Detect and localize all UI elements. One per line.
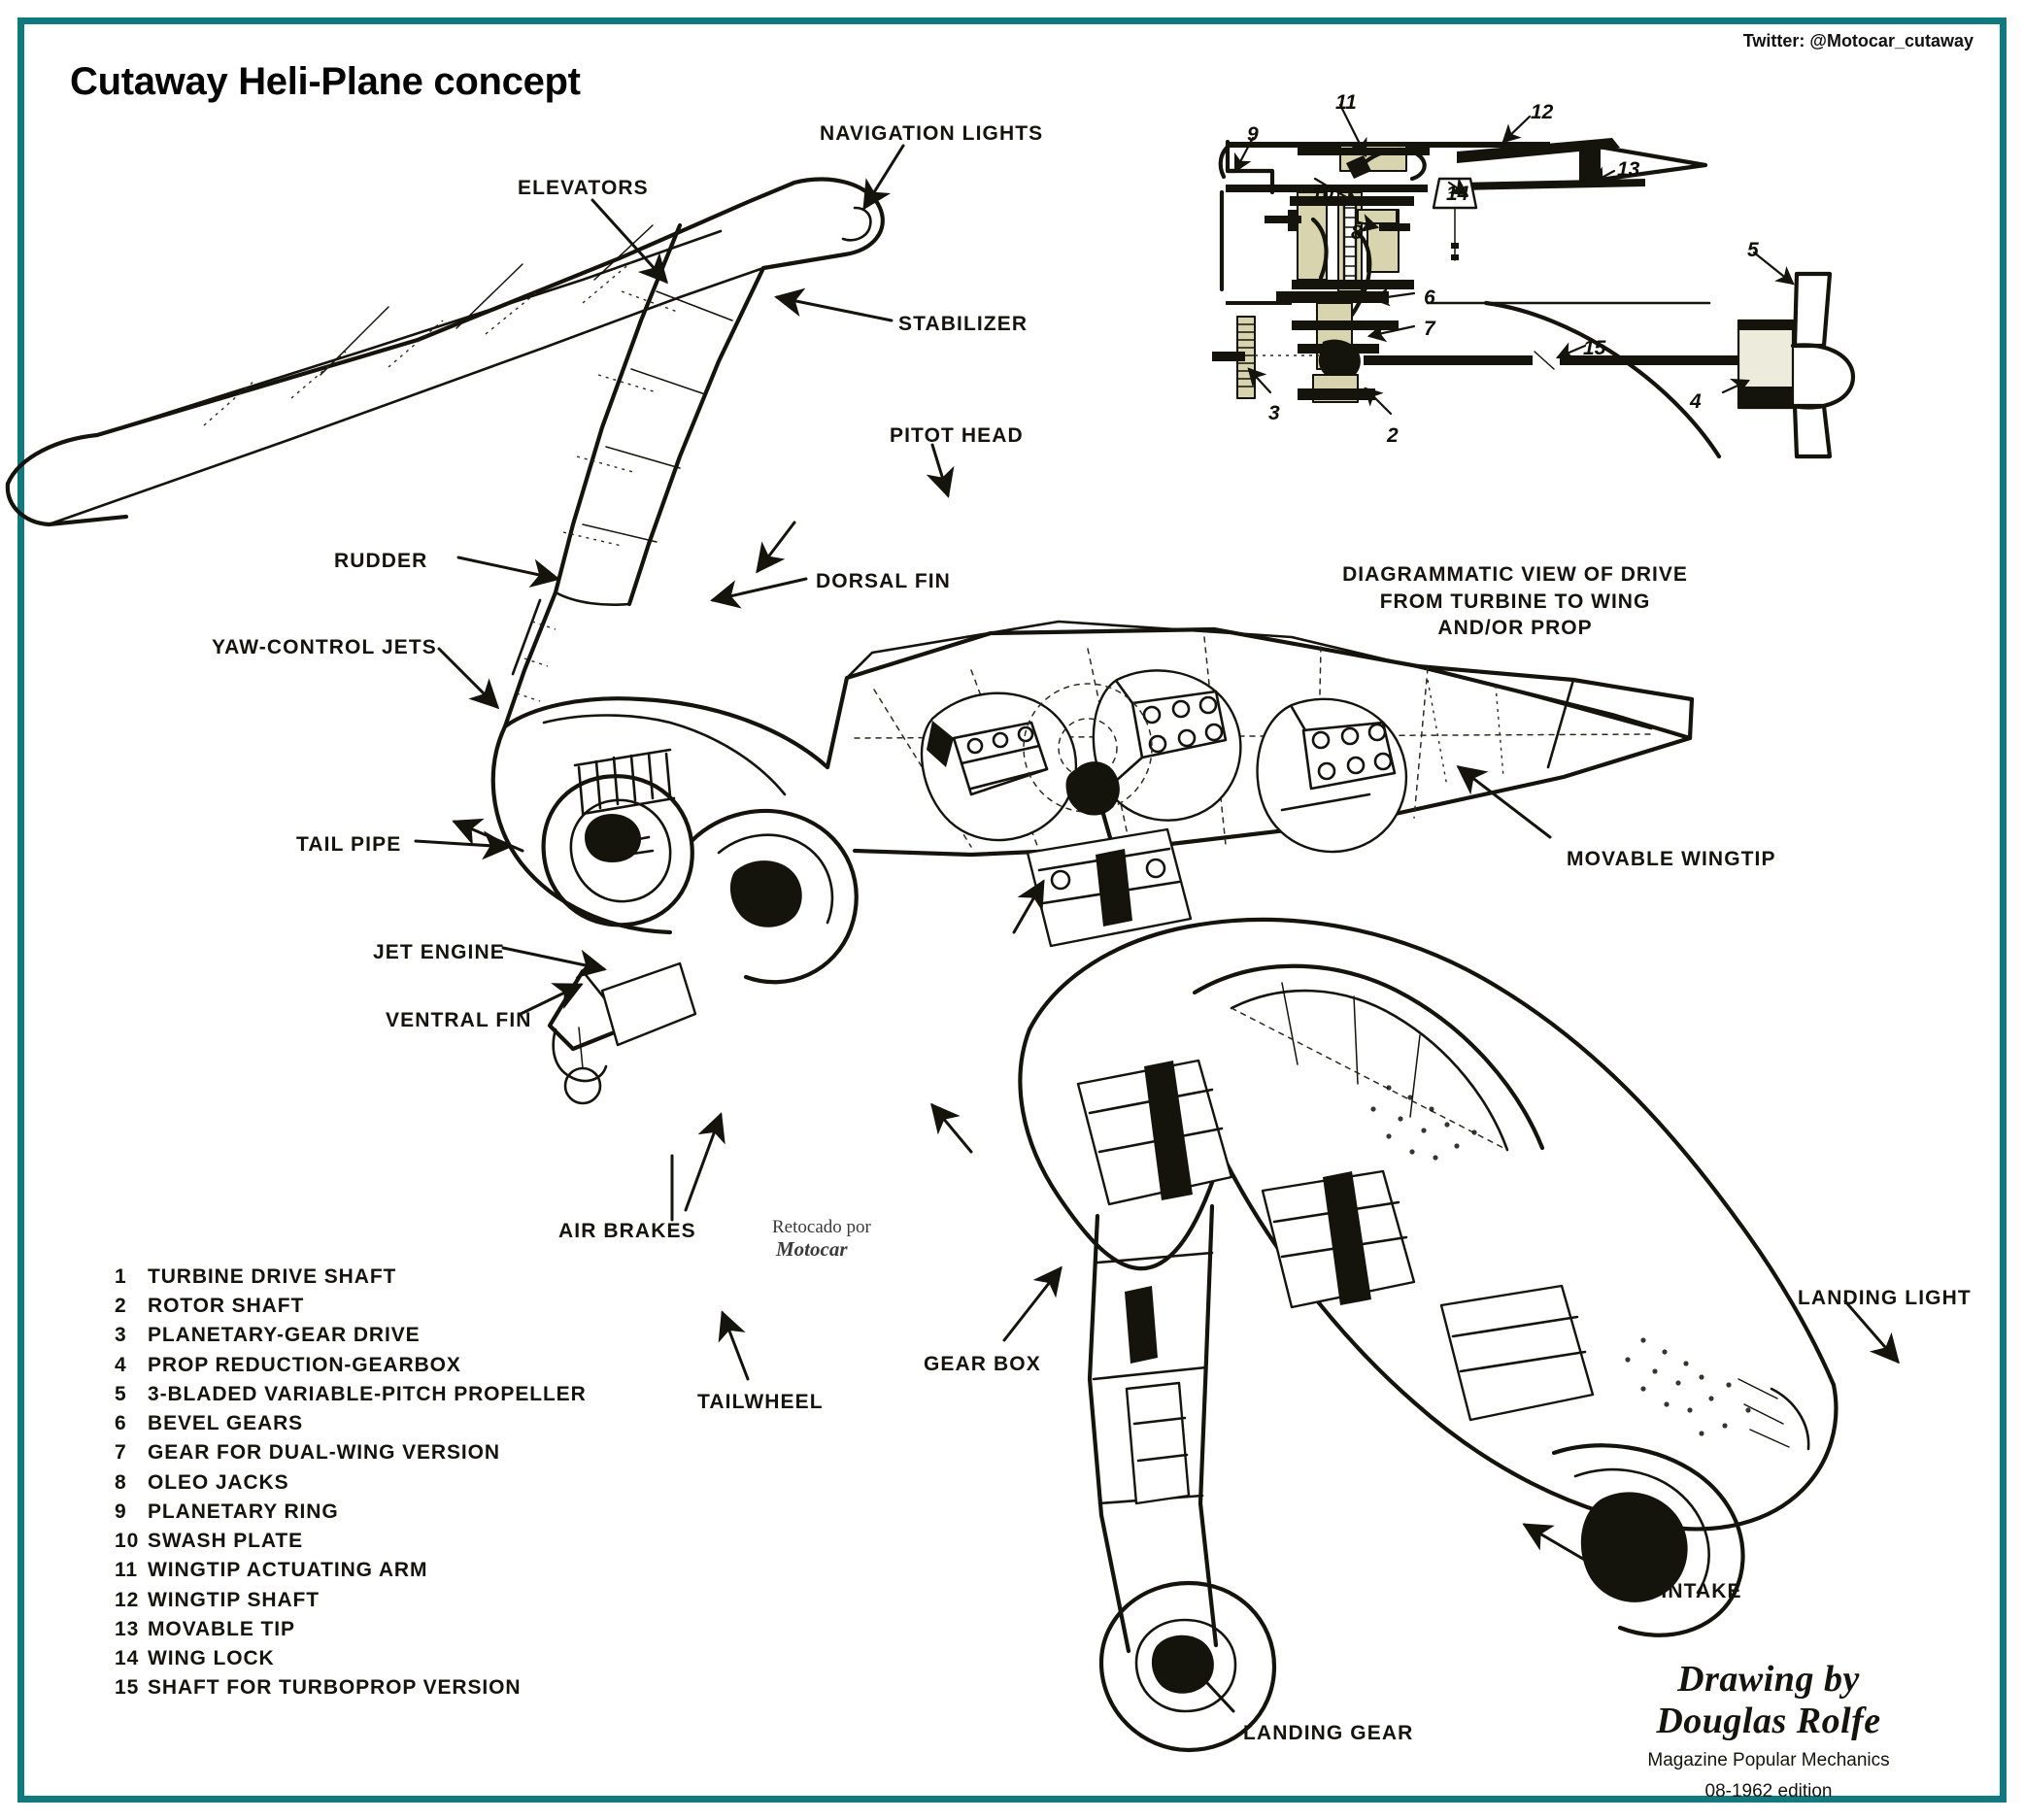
inset-number-5: 5 — [1747, 239, 1759, 261]
legend-label: SHAFT FOR TURBOPROP VERSION — [148, 1676, 522, 1700]
legend-label: WINGTIP SHAFT — [148, 1588, 320, 1611]
legend-item: 3 PLANETARY-GEAR DRIVE — [115, 1321, 620, 1350]
inset-number-9: 9 — [1247, 123, 1259, 146]
artist-credit: Drawing by Douglas Rolfe Magazine Popula… — [1589, 1659, 1948, 1803]
legend-item: 2 ROTOR SHAFT — [115, 1292, 620, 1321]
inset-number-11: 11 — [1335, 91, 1357, 114]
watermark-line-1: Retocado por — [772, 1217, 871, 1237]
legend-number: 8 — [115, 1470, 127, 1494]
legend-item: 14 WING LOCK — [115, 1644, 620, 1673]
legend-number: 6 — [115, 1412, 127, 1435]
legend-item: 8 OLEO JACKS — [115, 1468, 620, 1498]
callout-landing-light: LANDING LIGHT — [1798, 1287, 1972, 1309]
callout-navigation-lights: NAVIGATION LIGHTS — [820, 122, 1044, 145]
legend-label: OLEO JACKS — [148, 1470, 289, 1494]
inset-number-14: 14 — [1446, 183, 1469, 205]
legend-label: PLANETARY RING — [148, 1500, 339, 1523]
legend-number: 13 — [115, 1617, 140, 1640]
legend-label: 3-BLADED VARIABLE-PITCH PROPELLER — [148, 1382, 587, 1405]
legend-label: PROP REDUCTION-GEARBOX — [148, 1353, 461, 1376]
legend-item: 7 GEAR FOR DUAL-WING VERSION — [115, 1438, 620, 1467]
callout-dorsal-fin: DORSAL FIN — [816, 570, 951, 592]
inset-number-13: 13 — [1617, 158, 1640, 181]
legend-item: 1 TURBINE DRIVE SHAFT — [115, 1263, 620, 1292]
legend-item: 10 SWASH PLATE — [115, 1527, 620, 1556]
callout-tail-pipe: TAIL PIPE — [296, 833, 402, 856]
inset-number-15: 15 — [1583, 337, 1606, 359]
legend-number: 5 — [115, 1382, 127, 1405]
inset-number-8: 8 — [1351, 221, 1363, 244]
legend-number: 2 — [115, 1295, 127, 1318]
callout-gear-box: GEAR BOX — [924, 1353, 1041, 1375]
page-title: Cutaway Heli-Plane concept — [70, 60, 581, 103]
legend-item: 11 WINGTIP ACTUATING ARM — [115, 1556, 620, 1585]
legend-label: MOVABLE TIP — [148, 1617, 295, 1640]
inset-number-6: 6 — [1424, 286, 1435, 309]
watermark-line-2: Motocar — [776, 1236, 848, 1261]
legend-label: GEAR FOR DUAL-WING VERSION — [148, 1441, 500, 1465]
inset-number-12: 12 — [1531, 101, 1554, 123]
callout-elevators: ELEVATORS — [518, 177, 649, 199]
inset-caption-line-1: DIAGRAMMATIC VIEW OF DRIVE — [1342, 563, 1688, 586]
retouch-watermark: Retocado por Motocar — [772, 1217, 871, 1261]
drawing-by-line-1: Drawing by — [1677, 1659, 1860, 1700]
inset-caption-line-2: FROM TURBINE TO WING — [1379, 590, 1651, 613]
inset-caption: DIAGRAMMATIC VIEW OF DRIVE FROM TURBINE … — [1342, 561, 1688, 642]
legend-item: 5 3-BLADED VARIABLE-PITCH PROPELLER — [115, 1380, 620, 1409]
callout-jet-engine: JET ENGINE — [373, 941, 505, 963]
legend-number: 15 — [115, 1676, 140, 1700]
legend-number: 7 — [115, 1441, 127, 1465]
inset-number-3: 3 — [1268, 402, 1280, 424]
callout-movable-wingtip: MOVABLE WINGTIP — [1567, 848, 1776, 870]
legend-item: 13 MOVABLE TIP — [115, 1615, 620, 1644]
legend-item: 6 BEVEL GEARS — [115, 1409, 620, 1438]
callout-stabilizer: STABILIZER — [898, 313, 1029, 335]
legend-number: 3 — [115, 1324, 127, 1347]
legend-number: 12 — [115, 1588, 140, 1611]
legend-number: 10 — [115, 1530, 140, 1553]
callout-ventral-fin: VENTRAL FIN — [386, 1009, 532, 1031]
drawing-by-line-2: Douglas Rolfe — [1656, 1700, 1881, 1741]
callout-air-brakes: AIR BRAKES — [558, 1220, 696, 1242]
legend-label: ROTOR SHAFT — [148, 1295, 305, 1318]
callout-yaw-control-jets: YAW-CONTROL JETS — [212, 636, 437, 658]
legend-item: 15 SHAFT FOR TURBOPROP VERSION — [115, 1673, 620, 1702]
legend-label: BEVEL GEARS — [148, 1412, 304, 1435]
inset-caption-line-3: AND/OR PROP — [1437, 617, 1593, 640]
legend-item: 4 PROP REDUCTION-GEARBOX — [115, 1351, 620, 1380]
source-line-1: Magazine Popular Mechanics — [1647, 1750, 1890, 1771]
callout-pitot-head: PITOT HEAD — [890, 424, 1024, 447]
legend-number: 1 — [115, 1265, 127, 1288]
callout-rudder: RUDDER — [334, 550, 428, 572]
legend-number: 4 — [115, 1353, 127, 1376]
legend-label: SWASH PLATE — [148, 1530, 304, 1553]
inset-number-2: 2 — [1387, 424, 1399, 447]
legend-number: 14 — [115, 1647, 140, 1670]
inset-number-10: 10 — [1311, 183, 1334, 205]
legend-item: 12 WINGTIP SHAFT — [115, 1586, 620, 1615]
inset-number-7: 7 — [1424, 318, 1435, 340]
legend-label: TURBINE DRIVE SHAFT — [148, 1265, 397, 1288]
inset-number-4: 4 — [1690, 390, 1702, 413]
legend-number: 11 — [115, 1559, 138, 1582]
callout-air-intake: AIR INTAKE — [1616, 1580, 1742, 1602]
legend-label: WING LOCK — [148, 1647, 275, 1670]
twitter-handle: Twitter: @Motocar_cutaway — [1742, 31, 1973, 51]
callout-landing-gear: LANDING GEAR — [1243, 1722, 1414, 1744]
callout-tailwheel: TAILWHEEL — [697, 1391, 824, 1413]
legend-label: PLANETARY-GEAR DRIVE — [148, 1324, 421, 1347]
legend-number: 9 — [115, 1500, 127, 1523]
legend-label: WINGTIP ACTUATING ARM — [148, 1559, 428, 1582]
source-line-2: 08-1962 edition — [1704, 1780, 1833, 1802]
legend-item: 9 PLANETARY RING — [115, 1498, 620, 1527]
